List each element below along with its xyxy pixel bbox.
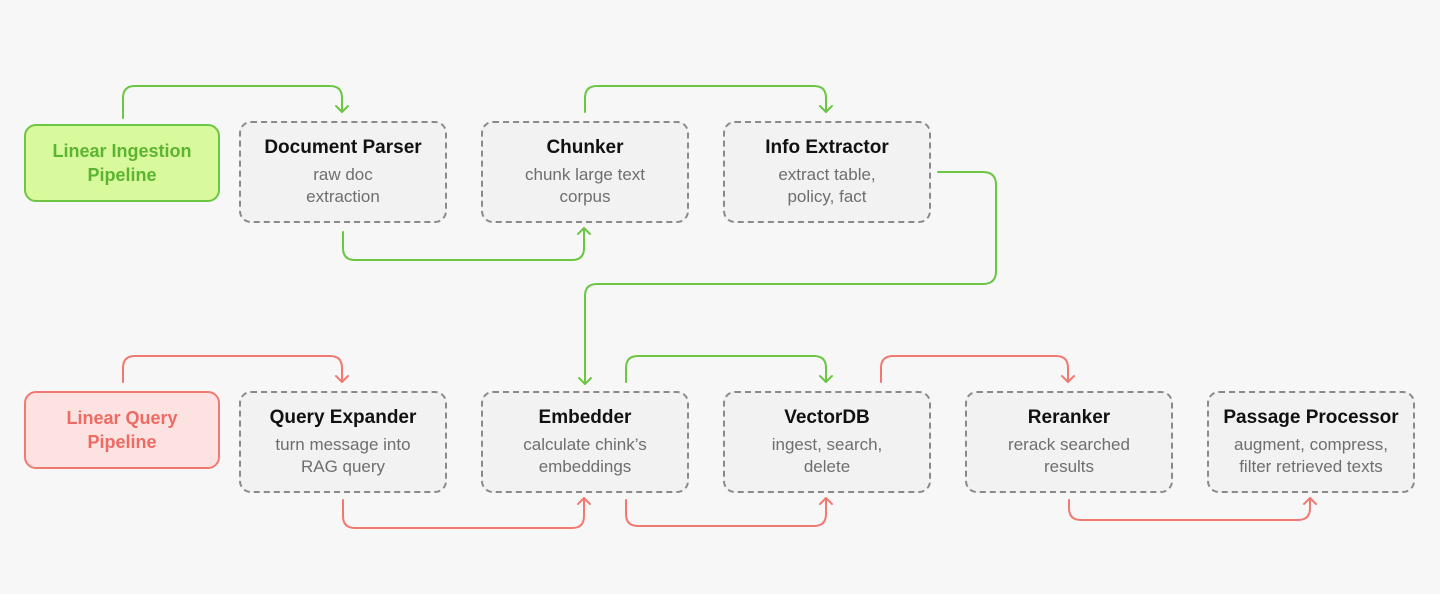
connector-query-start [122, 355, 343, 383]
connector-chunker-to-extractor-head [819, 105, 833, 113]
node-title: Passage Processor [1223, 407, 1399, 428]
node-title: VectorDB [784, 407, 870, 428]
connector-query-start-head [335, 375, 349, 383]
node-description: calculate chink’s embeddings [523, 435, 647, 476]
connector-embedder-to-vectordb-head [819, 375, 833, 383]
node-title: Info Extractor [765, 137, 889, 158]
query-pipeline-label: Linear Query Pipeline [24, 391, 220, 469]
connector-vectordb-to-reranker-head [1061, 375, 1075, 383]
connector-ingestion-start-head [335, 105, 349, 113]
node-title: Chunker [546, 137, 624, 158]
node-reranker: Reranker rerack searched results [965, 391, 1173, 493]
connector-expander-to-embedder [342, 497, 585, 529]
connector-reranker-to-processor-head [1303, 497, 1317, 505]
connector-reranker-to-processor [1068, 497, 1311, 521]
connector-chunker-to-extractor [584, 85, 827, 113]
connector-extractor-to-embedder-head [578, 377, 592, 385]
node-description: ingest, search, delete [771, 435, 883, 476]
node-passage-processor: Passage Processor augment, compress, fil… [1207, 391, 1415, 493]
connector-parser-to-chunker-head [577, 227, 591, 235]
node-chunker: Chunker chunk large text corpus [481, 121, 689, 223]
connector-embedder-to-vectordb [625, 355, 827, 383]
connector-ingestion-start [122, 85, 343, 119]
node-description: augment, compress, filter retrieved text… [1233, 435, 1388, 476]
ingestion-pipeline-label: Linear Ingestion Pipeline [24, 124, 220, 202]
node-query-expander: Query Expander turn message into RAG que… [239, 391, 447, 493]
connector-expander-to-embedder-head [577, 497, 591, 505]
node-title: Reranker [1027, 407, 1111, 428]
connector-parser-to-chunker [342, 227, 585, 261]
connector-embedder-to-vectordb-query-head [819, 497, 833, 505]
connector-embedder-to-vectordb-query [625, 497, 827, 527]
node-embedder: Embedder calculate chink’s embeddings [481, 391, 689, 493]
node-description: chunk large text corpus [524, 165, 645, 206]
node-description: rerack searched results [1008, 435, 1130, 476]
node-description: turn message into RAG query [275, 435, 411, 476]
node-description: extract table, policy, fact [778, 165, 876, 206]
node-vectordb: VectorDB ingest, search, delete [723, 391, 931, 493]
node-description: raw doc extraction [306, 165, 380, 206]
node-title: Query Expander [269, 407, 417, 428]
node-info-extractor: Info Extractor extract table, policy, fa… [723, 121, 931, 223]
node-title: Embedder [538, 407, 632, 428]
node-title: Document Parser [264, 137, 422, 158]
node-document-parser: Document Parser raw doc extraction [239, 121, 447, 223]
connector-vectordb-to-reranker [880, 355, 1069, 383]
